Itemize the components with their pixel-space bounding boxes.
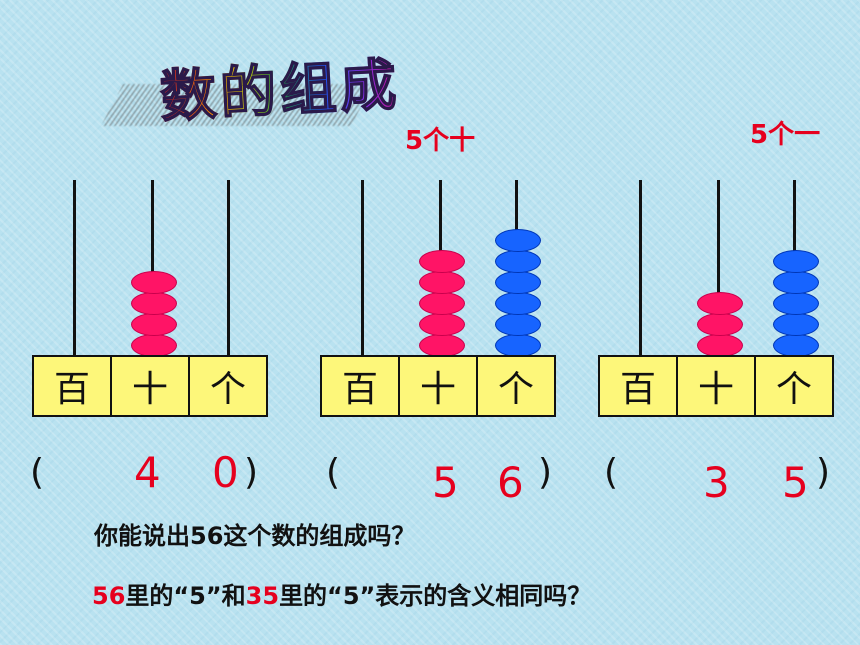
question-1: 你能说出56这个数的组成吗？ <box>94 522 416 550</box>
tens-bead <box>697 334 743 357</box>
label-tens: 十 <box>398 357 476 415</box>
question-2-number-56: 56 <box>92 582 126 610</box>
tens-bead <box>419 250 465 273</box>
paren-open-1: ( <box>30 452 45 493</box>
tens-bead <box>131 334 177 357</box>
answer-1-ones: 0 <box>212 448 239 497</box>
ones-bead <box>495 229 541 252</box>
ones-bead <box>773 313 819 336</box>
question-2-text-a: 里的“5”和 <box>125 582 246 610</box>
tens-bead <box>419 292 465 315</box>
tens-bead <box>697 313 743 336</box>
answer-3-tens: 3 <box>703 458 730 507</box>
ones-bead <box>773 292 819 315</box>
tens-bead <box>131 313 177 336</box>
paren-open-2: ( <box>326 452 341 493</box>
rod-hundreds <box>639 180 642 355</box>
page-title: 数的组成 <box>158 40 403 133</box>
ones-bead <box>495 313 541 336</box>
note-five-tens: 5个十 <box>405 126 476 156</box>
label-ones: 个 <box>188 357 266 415</box>
ones-bead <box>773 334 819 357</box>
ones-bead <box>773 250 819 273</box>
ones-bead <box>495 271 541 294</box>
answer-2-tens: 5 <box>432 458 459 507</box>
ones-bead <box>495 334 541 357</box>
label-hundreds: 百 <box>53 369 90 410</box>
rod-tens <box>151 180 154 355</box>
question-2-number-35: 35 <box>245 582 280 610</box>
label-ones: 个 <box>754 357 832 415</box>
rod-hundreds <box>361 180 364 355</box>
paren-close-1: ) <box>244 452 259 493</box>
abacus-3: 百 十 个 <box>598 180 834 440</box>
abacus-2: 百 十 个 <box>320 180 556 440</box>
label-tens: 十 <box>110 357 188 415</box>
label-hundreds: 百 <box>619 369 656 410</box>
tens-bead <box>419 313 465 336</box>
tens-bead <box>419 271 465 294</box>
answer-1-tens: 4 <box>134 448 161 497</box>
answer-2-ones: 6 <box>497 458 524 507</box>
question-2-text-b: 里的“5”表示的含义相同吗？ <box>279 582 592 610</box>
label-hundreds: 百 <box>341 369 378 410</box>
ones-bead <box>495 292 541 315</box>
ones-bead <box>773 271 819 294</box>
tens-bead <box>131 292 177 315</box>
rod-tens <box>717 180 720 355</box>
rod-hundreds <box>73 180 76 355</box>
place-value-frame: 百 十 个 <box>320 355 556 417</box>
place-value-frame: 百 十 个 <box>598 355 834 417</box>
tens-bead <box>419 334 465 357</box>
abacus-1: 百 十 个 <box>32 180 268 440</box>
question-2: 56里的“5”和35里的“5”表示的含义相同吗？ <box>92 576 591 611</box>
rod-ones <box>227 180 230 355</box>
note-five-ones: 5个一 <box>750 120 821 150</box>
paren-open-3: ( <box>604 452 619 493</box>
tens-bead <box>697 292 743 315</box>
place-value-frame: 百 十 个 <box>32 355 268 417</box>
title-block: 数的组成 <box>100 36 412 146</box>
paren-close-3: ) <box>816 452 831 493</box>
paren-close-2: ) <box>538 452 553 493</box>
label-ones: 个 <box>476 357 554 415</box>
answer-3-ones: 5 <box>782 458 809 507</box>
ones-bead <box>495 250 541 273</box>
label-tens: 十 <box>676 357 754 415</box>
tens-bead <box>131 271 177 294</box>
